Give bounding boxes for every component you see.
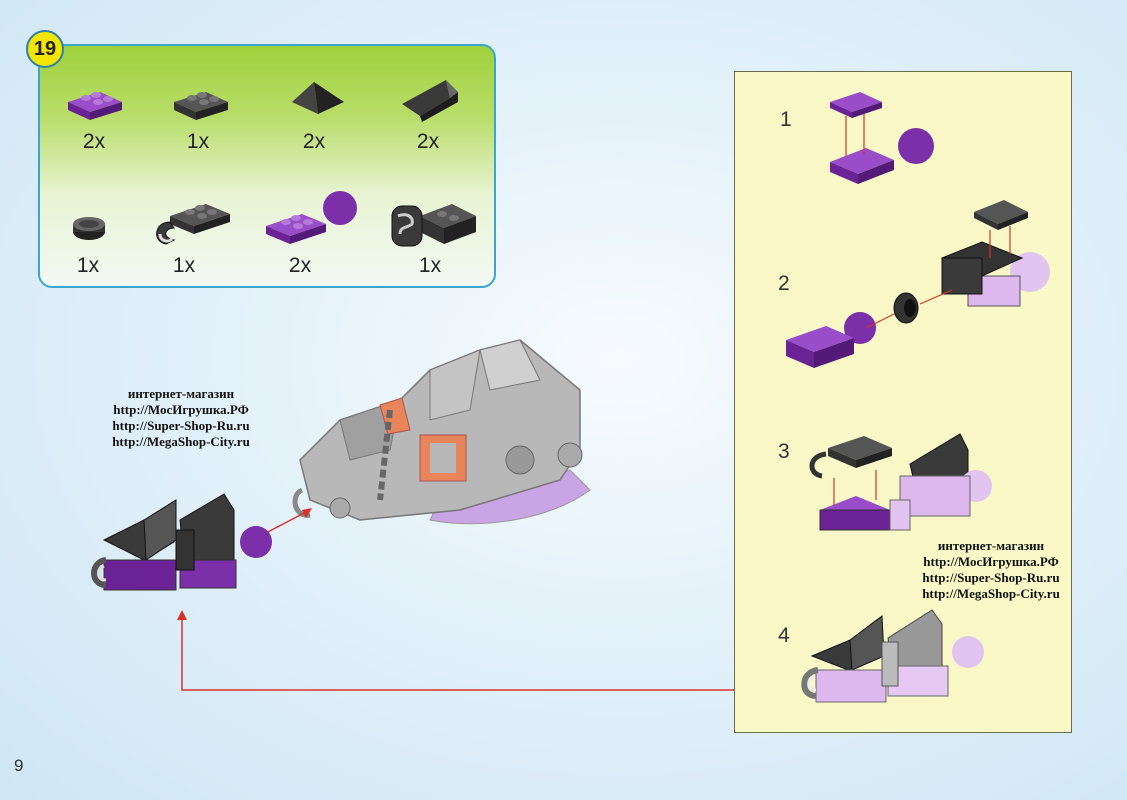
black-chain-clip-piece-icon	[391, 204, 476, 247]
substep-panel	[734, 71, 1072, 733]
purple-2x2-plate-icon	[68, 92, 122, 120]
main-model-illustration	[292, 339, 591, 525]
page-number: 9	[14, 756, 24, 775]
purple-plate-with-ball-icon	[266, 191, 357, 244]
shop-heading: интернет-магазин	[127, 386, 235, 401]
shop-info-right: интернет-магазин http://МосИгрушка.РФ ht…	[906, 538, 1076, 602]
step-number-badge: 19	[26, 30, 64, 68]
substep-3-illustration	[809, 433, 992, 531]
substep-4-illustration	[801, 609, 984, 703]
black-round-cap-icon	[73, 217, 105, 240]
substep-number: 4	[778, 624, 790, 647]
substep-number: 1	[780, 108, 792, 131]
submodel-illustration	[91, 493, 272, 591]
substep-number: 2	[778, 272, 790, 295]
attach-arrow	[263, 508, 312, 535]
shop-link: http://МосИгрушка.РФ	[923, 554, 1059, 569]
black-plate-with-clip-icon	[156, 204, 230, 245]
part-qty: 2x	[416, 130, 440, 153]
substep-2-illustration	[786, 200, 1050, 368]
part-qty: 2x	[302, 130, 326, 153]
shop-info-left: интернет-магазин http://МосИгрушка.РФ ht…	[96, 386, 266, 450]
shop-link: http://МосИгрушка.РФ	[113, 402, 249, 417]
substep-number: 3	[778, 440, 790, 463]
black-2x2-plate-icon	[174, 92, 228, 120]
part-qty: 1x	[76, 254, 100, 277]
shop-link: http://MegaShop-City.ru	[922, 586, 1060, 601]
shop-heading: интернет-магазин	[937, 538, 1045, 553]
shop-link: http://MegaShop-City.ru	[112, 434, 250, 449]
black-corner-slope-icon	[402, 80, 458, 122]
part-qty: 1x	[172, 254, 196, 277]
part-qty: 2x	[288, 254, 312, 277]
part-qty: 2x	[82, 130, 106, 153]
shop-link: http://Super-Shop-Ru.ru	[112, 418, 250, 433]
part-qty: 1x	[186, 130, 210, 153]
parts-panel: 2x 1x 2x 2x 1x 1x 2x 1x	[38, 44, 496, 288]
callout-connector	[177, 610, 734, 691]
black-pyramid-slope-icon	[292, 82, 344, 114]
substep-1-illustration	[830, 92, 934, 184]
shop-link: http://Super-Shop-Ru.ru	[922, 570, 1060, 585]
part-qty: 1x	[418, 254, 442, 277]
